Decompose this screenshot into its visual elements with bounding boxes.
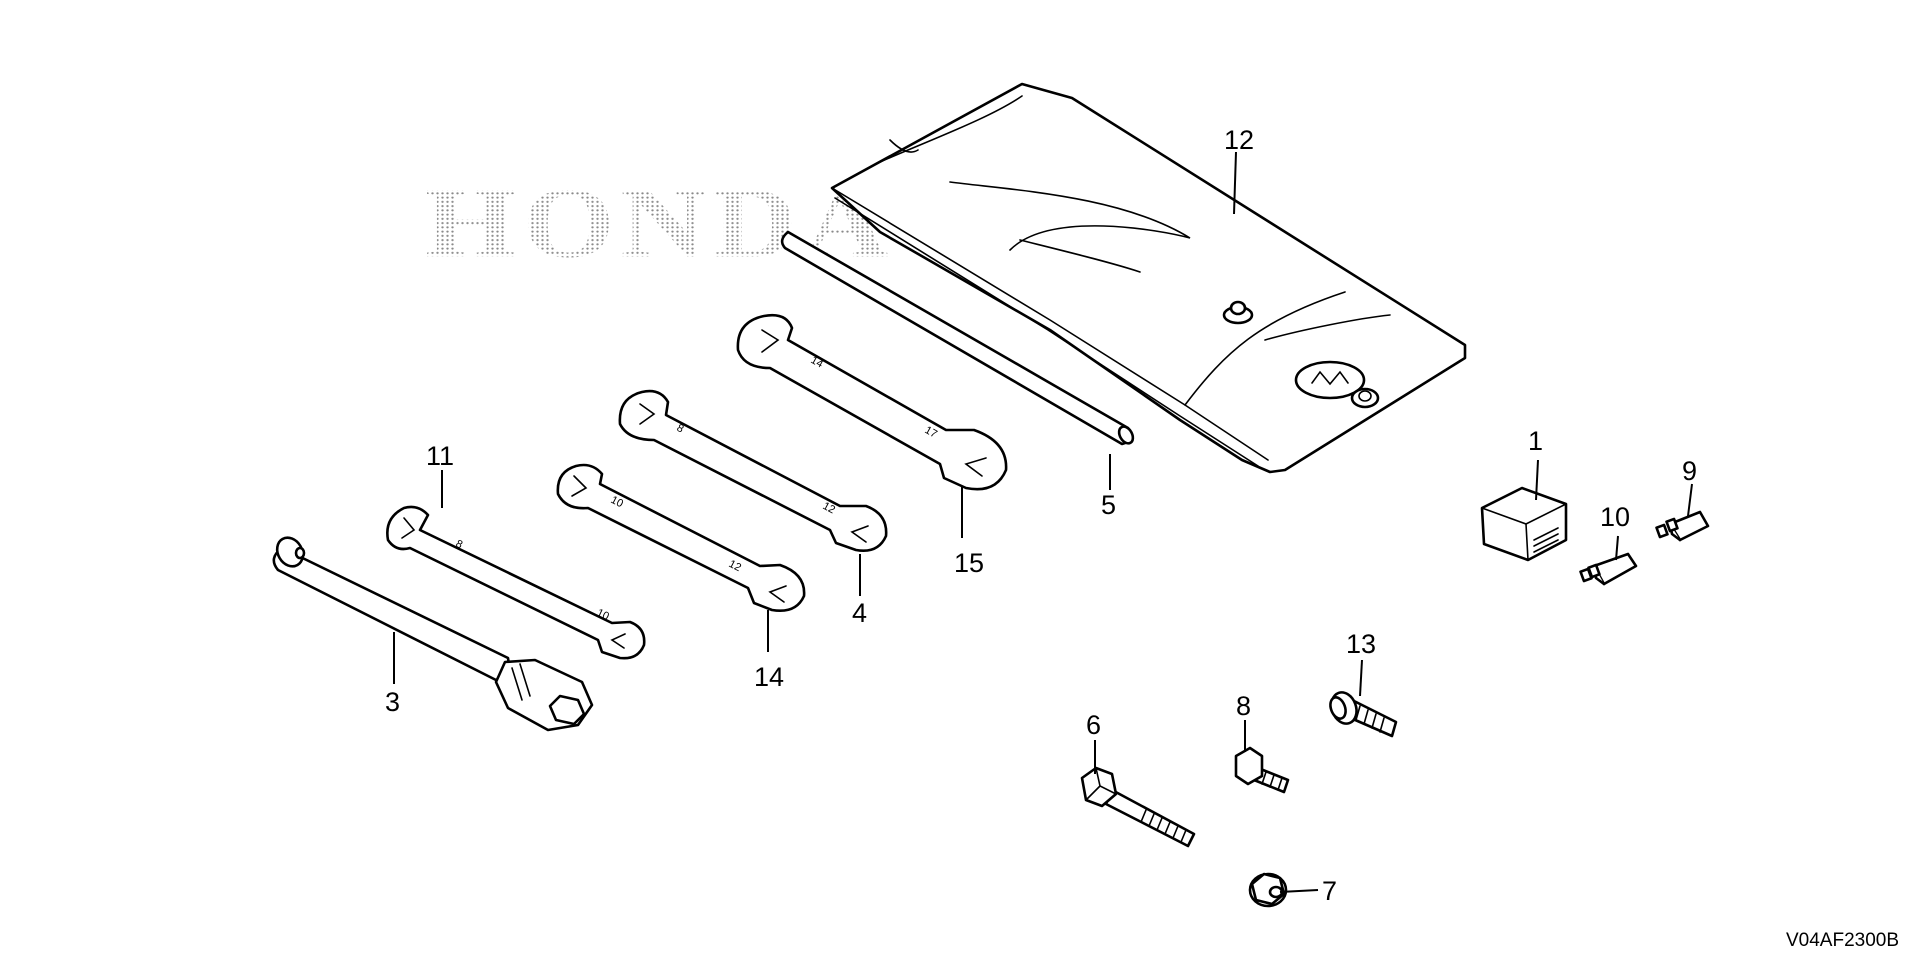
bolt-8 <box>1234 746 1290 794</box>
leader-lines <box>393 151 1693 893</box>
fuse-box <box>1480 486 1568 562</box>
callout-1: 1 <box>1528 426 1543 456</box>
callout-15: 15 <box>954 548 984 578</box>
wrench-11: 8 10 <box>386 505 646 660</box>
callout-8: 8 <box>1236 691 1251 721</box>
bolt-6 <box>1080 766 1196 848</box>
bolt-13 <box>1329 691 1398 738</box>
stamp-4b: 12 <box>821 500 837 516</box>
stamp-15a: 14 <box>809 354 826 370</box>
nut-7 <box>1248 872 1288 908</box>
stamp-4a: 8 <box>675 422 686 435</box>
callout-9: 9 <box>1682 456 1697 486</box>
callout-3: 3 <box>385 687 400 717</box>
wrench-15: 14 17 <box>736 313 1008 491</box>
tool-bag <box>830 82 1467 474</box>
stamp-11a: 8 <box>454 538 465 551</box>
handle-rod <box>780 230 1135 446</box>
diagram-code: V04AF2300B <box>1786 930 1899 951</box>
spark-plug-wrench <box>272 536 594 732</box>
stamp-11b: 10 <box>595 607 611 623</box>
callout-10: 10 <box>1600 502 1630 532</box>
stamp-14a: 10 <box>609 494 625 510</box>
callout-4: 4 <box>852 598 867 628</box>
stamp-14b: 12 <box>727 558 743 574</box>
callout-6: 6 <box>1086 710 1101 740</box>
callout-12: 12 <box>1224 125 1254 155</box>
callout-5: 5 <box>1101 490 1116 520</box>
stamp-15b: 17 <box>923 424 940 440</box>
callout-13: 13 <box>1346 629 1376 659</box>
fuse-9 <box>1655 510 1710 542</box>
callout-14: 14 <box>754 662 784 692</box>
wrench-14: 10 12 <box>556 463 806 612</box>
callouts: 12 1 9 10 5 15 4 14 11 3 13 8 6 7 <box>385 125 1697 906</box>
callout-11: 11 <box>426 441 454 471</box>
fuse-10 <box>1579 552 1638 586</box>
callout-7: 7 <box>1322 876 1337 906</box>
wrench-4: 8 12 <box>618 389 888 552</box>
